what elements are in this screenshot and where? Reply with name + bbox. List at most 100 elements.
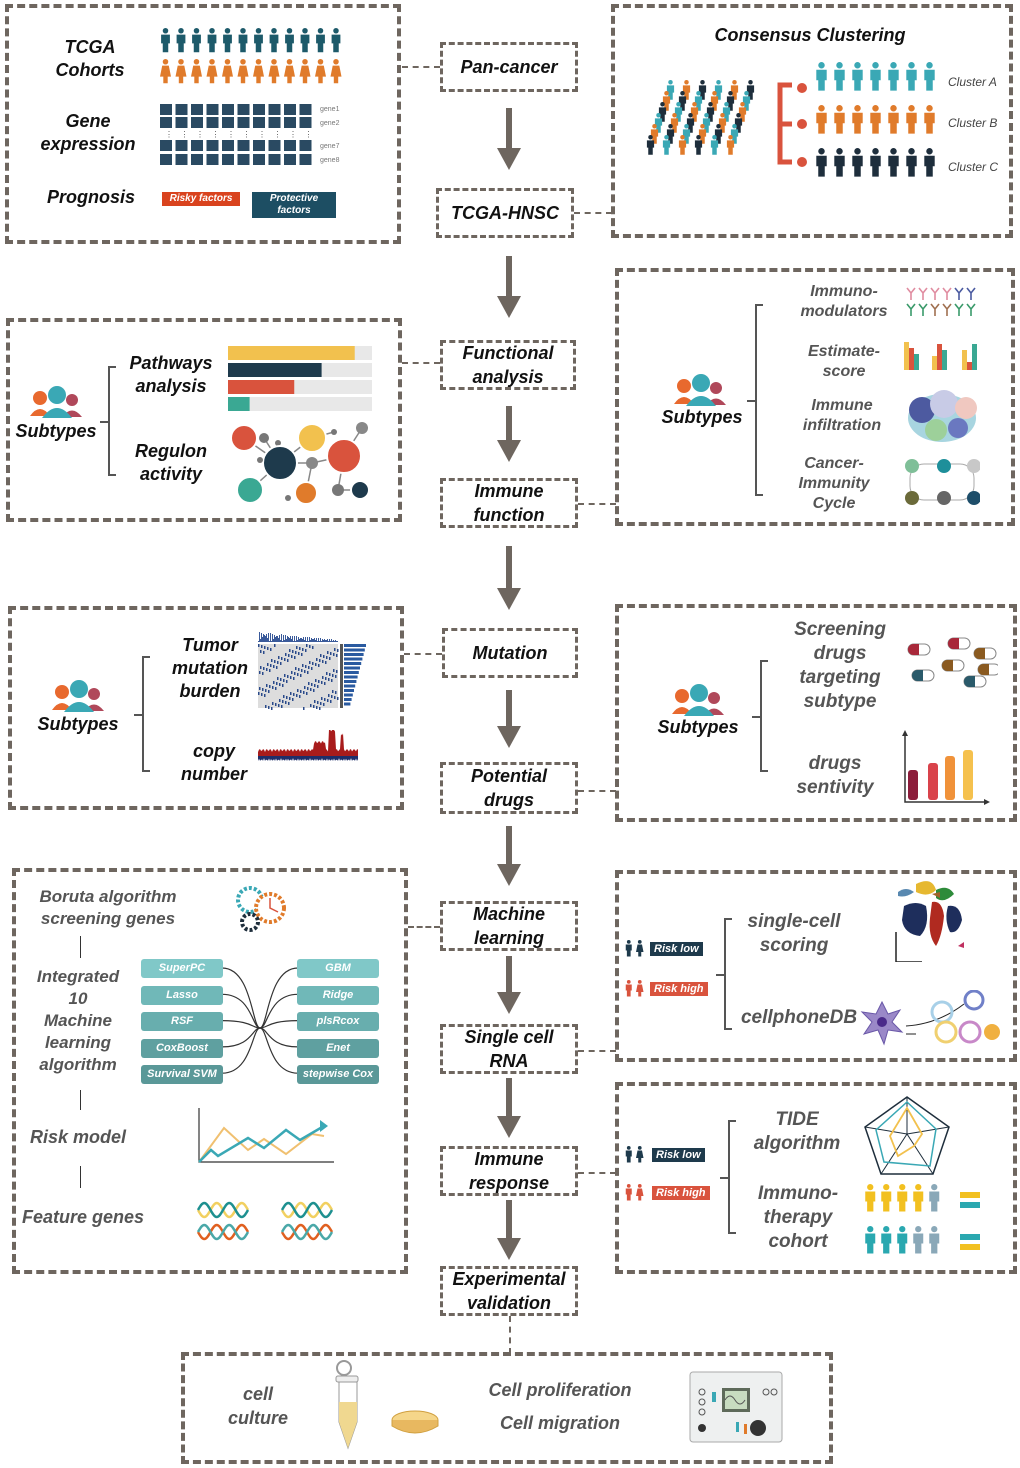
bracket bbox=[752, 660, 768, 772]
estimate-bars-icon bbox=[904, 342, 977, 370]
consensus-clustering-title: Consensus Clustering bbox=[714, 25, 906, 45]
risk-low-people-icon bbox=[625, 1146, 644, 1163]
immunomodulators-label: Immuno- modulators bbox=[800, 283, 888, 320]
node-pan-cancer: Pan-cancer bbox=[440, 42, 578, 92]
umap-icon bbox=[895, 881, 964, 962]
subtypes-label: Subtypes bbox=[37, 714, 119, 734]
bracket bbox=[716, 918, 732, 1030]
flow-arrow-icon bbox=[497, 1078, 521, 1138]
crowd-icon bbox=[646, 80, 755, 155]
algorithm-connections bbox=[222, 967, 298, 1074]
drug-sensitivity-chart-icon bbox=[902, 730, 990, 805]
algorithm-box: Ridge bbox=[297, 986, 379, 1005]
single-cell-scoring-label: single-cell scoring bbox=[747, 911, 841, 956]
risk-low-tag: Risk low bbox=[650, 942, 703, 956]
flow-arrow-icon bbox=[497, 256, 521, 318]
tide-algorithm-label: TIDE algorithm bbox=[753, 1109, 841, 1154]
pathway-bar bbox=[228, 380, 295, 394]
regulon-activity-label: Regulon activity bbox=[135, 441, 207, 484]
oscilloscope-icon bbox=[689, 1371, 783, 1443]
pathway-bar bbox=[228, 363, 322, 377]
panel-mutation bbox=[8, 606, 404, 810]
node-mutation: Mutation bbox=[442, 628, 578, 678]
node-functional-analysis: Functional analysis bbox=[440, 340, 576, 390]
node-single-cell-rna: Single cell RNA bbox=[440, 1024, 578, 1074]
svg-text:⋮: ⋮ bbox=[305, 130, 313, 139]
svg-text:⋮: ⋮ bbox=[243, 130, 251, 139]
cluster-bracket-icon bbox=[777, 82, 807, 167]
pathway-bars-icon bbox=[228, 346, 372, 411]
pathways-analysis-label: Pathways analysis bbox=[129, 353, 213, 396]
connector bbox=[408, 926, 440, 928]
node-machine-learning: Machine learning bbox=[440, 901, 578, 951]
gene-label: gene2 bbox=[320, 120, 340, 127]
subtypes-icon bbox=[672, 684, 724, 716]
connector bbox=[509, 1316, 511, 1354]
flow-arrow-icon bbox=[497, 956, 521, 1014]
immunotherapy-people-icon bbox=[865, 1184, 980, 1254]
flow-arrow-icon bbox=[497, 546, 521, 610]
subtypes-label: Subtypes bbox=[657, 717, 739, 737]
regulon-network-icon bbox=[230, 422, 370, 505]
connector bbox=[404, 653, 442, 655]
panel-consensus-clustering bbox=[611, 4, 1013, 238]
panel-single-cell bbox=[615, 870, 1017, 1062]
tumor-mutation-burden-label: Tumor mutation burden bbox=[172, 635, 248, 701]
flow-arrow-icon bbox=[497, 826, 521, 886]
pathway-bar bbox=[228, 397, 250, 411]
node-tcga-hnsc: TCGA-HNSC bbox=[436, 188, 574, 238]
cancer-immunity-cycle-label: Cancer- Immunity Cycle bbox=[798, 455, 870, 512]
connector bbox=[402, 362, 440, 364]
cluster-label: Cluster C bbox=[948, 160, 999, 174]
connector bbox=[578, 790, 616, 792]
risky-factors-tag: Risky factors bbox=[162, 192, 240, 206]
cellphonedb-label: cellphoneDB bbox=[740, 1007, 858, 1028]
cluster-people-icon bbox=[816, 62, 935, 177]
svg-text:⋮: ⋮ bbox=[196, 130, 204, 139]
gears-icon bbox=[236, 886, 286, 932]
down-arrow-icon bbox=[80, 1090, 81, 1110]
petri-dish-icon bbox=[391, 1410, 439, 1434]
cell-proliferation-label: Cell proliferation bbox=[488, 1380, 632, 1400]
immune-infiltration-label: Immune infiltration bbox=[802, 397, 882, 434]
bracket bbox=[100, 366, 116, 476]
gene-label: gene8 bbox=[320, 157, 340, 164]
feature-genes-label: Feature genes bbox=[22, 1207, 145, 1227]
risk-low-tag: Risk low bbox=[652, 1148, 705, 1162]
cell-culture-label: cell culture bbox=[227, 1384, 288, 1428]
copy-number-plot-icon bbox=[258, 730, 358, 761]
down-arrow-icon bbox=[80, 936, 81, 958]
algorithm-box: GBM bbox=[297, 959, 379, 978]
down-arrow-icon bbox=[80, 1166, 81, 1188]
risk-low-people-icon bbox=[625, 940, 644, 957]
panel-immune-response bbox=[615, 1082, 1017, 1274]
protective-factors-tag: Protective factors bbox=[252, 192, 336, 218]
risk-high-people-icon bbox=[625, 1184, 644, 1201]
node-potential-drugs: Potential drugs bbox=[440, 762, 578, 814]
immunotherapy-cohort-label: Immuno- therapy cohort bbox=[757, 1183, 839, 1252]
bracket bbox=[720, 1120, 736, 1234]
svg-text:⋮: ⋮ bbox=[274, 130, 282, 139]
cell-interaction-icon bbox=[860, 990, 1000, 1046]
risk-trend-chart-icon bbox=[198, 1108, 334, 1163]
algorithm-box: stepwise Cox bbox=[297, 1065, 379, 1084]
algorithm-box: CoxBoost bbox=[141, 1039, 223, 1058]
connector bbox=[574, 212, 612, 214]
risk-model-label: Risk model bbox=[30, 1127, 127, 1147]
subtypes-label: Subtypes bbox=[661, 407, 743, 427]
connector bbox=[402, 66, 440, 68]
svg-text:⋮: ⋮ bbox=[212, 130, 220, 139]
risk-high-tag: Risk high bbox=[650, 982, 708, 996]
pills-icon bbox=[907, 637, 998, 688]
cluster-label: Cluster B bbox=[948, 116, 998, 130]
bracket bbox=[747, 304, 763, 496]
connector bbox=[578, 1050, 616, 1052]
gene-label: gene1 bbox=[320, 106, 340, 113]
svg-text:⋮: ⋮ bbox=[258, 130, 266, 139]
gene-expression-label: Gene expression bbox=[40, 111, 136, 154]
pathway-bar bbox=[228, 346, 355, 360]
algorithm-box: Enet bbox=[297, 1039, 379, 1058]
gene-label: gene7 bbox=[320, 143, 340, 150]
integrated-ml-label: Integrated 10 Machine learning algorithm bbox=[36, 967, 120, 1074]
bracket bbox=[134, 656, 150, 772]
